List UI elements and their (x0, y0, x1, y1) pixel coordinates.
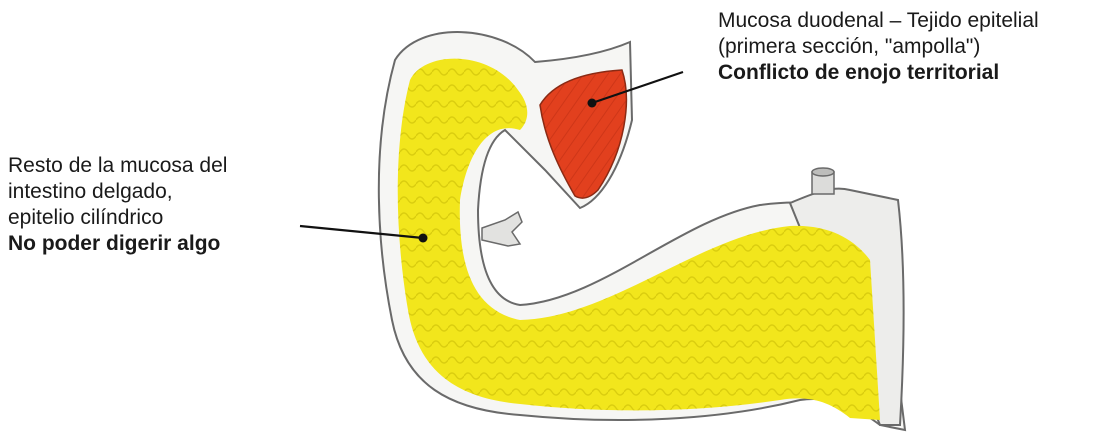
duodenal-label-line2: (primera sección, "ampolla") (718, 34, 1039, 60)
duodenal-label-line1: Mucosa duodenal – Tejido epitelial (718, 8, 1039, 34)
intestine-label-line2: intestino delgado, (8, 179, 227, 205)
duodenal-mucosa-label: Mucosa duodenal – Tejido epitelial (prim… (718, 8, 1039, 86)
intestine-mucosa-label: Resto de la mucosa del intestino delgado… (8, 153, 227, 257)
duodenal-label-conflict: Conflicto de enojo territorial (718, 60, 1039, 86)
intestine-label-conflict: No poder digerir algo (8, 231, 227, 257)
intestine-label-line1: Resto de la mucosa del (8, 153, 227, 179)
intestine-label-line3: epitelio cilíndrico (8, 205, 227, 231)
